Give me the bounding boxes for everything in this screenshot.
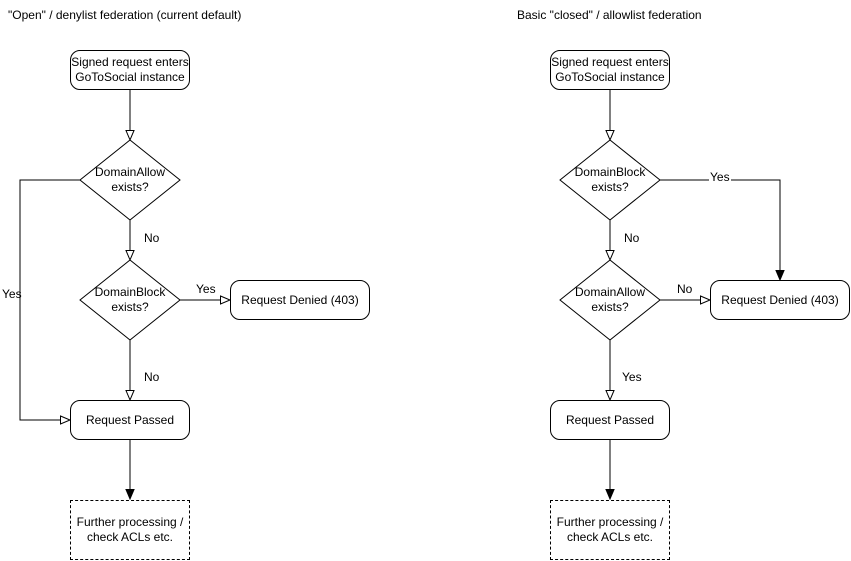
left-decision2-no-label: No bbox=[144, 370, 160, 384]
right-passed-node: Request Passed bbox=[550, 400, 670, 440]
right-decision2-diamond bbox=[559, 259, 661, 341]
left-decision1-no-label: No bbox=[144, 231, 160, 245]
left-denied-node: Request Denied (403) bbox=[230, 280, 370, 320]
left-passed-node: Request Passed bbox=[70, 400, 190, 440]
left-decision2-label: DomainBlock exists? bbox=[94, 285, 166, 314]
edge-left-decision1-yes-to-passed bbox=[19, 179, 80, 425]
right-decision1-diamond bbox=[559, 139, 661, 221]
right-decision1-no-label: No bbox=[624, 231, 640, 245]
left-decision1-label: DomainAllow exists? bbox=[94, 165, 166, 194]
left-decision1-yes-label: Yes bbox=[2, 287, 22, 301]
left-decision1-diamond bbox=[79, 139, 181, 221]
left-chart-title: "Open" / denylist federation (current de… bbox=[8, 8, 242, 22]
right-start-node: Signed request enters GoToSocial instanc… bbox=[550, 50, 670, 90]
left-decision2-yes-label: Yes bbox=[196, 282, 216, 296]
right-decision1-yes-label: Yes bbox=[709, 170, 731, 184]
right-decision2-yes-label: Yes bbox=[622, 370, 642, 384]
left-start-node: Signed request enters GoToSocial instanc… bbox=[70, 50, 190, 90]
edge-right-decision1-yes-to-denied bbox=[660, 179, 785, 282]
right-decision1-label: DomainBlock exists? bbox=[574, 165, 646, 194]
left-further-node: Further processing / check ACLs etc. bbox=[70, 500, 190, 560]
right-chart-title: Basic "closed" / allowlist federation bbox=[517, 8, 702, 22]
right-decision2-label: DomainAllow exists? bbox=[574, 285, 646, 314]
left-decision2-diamond bbox=[79, 259, 181, 341]
right-denied-node: Request Denied (403) bbox=[710, 280, 850, 320]
right-further-node: Further processing / check ACLs etc. bbox=[550, 500, 670, 560]
right-decision2-no-label: No bbox=[677, 282, 693, 296]
